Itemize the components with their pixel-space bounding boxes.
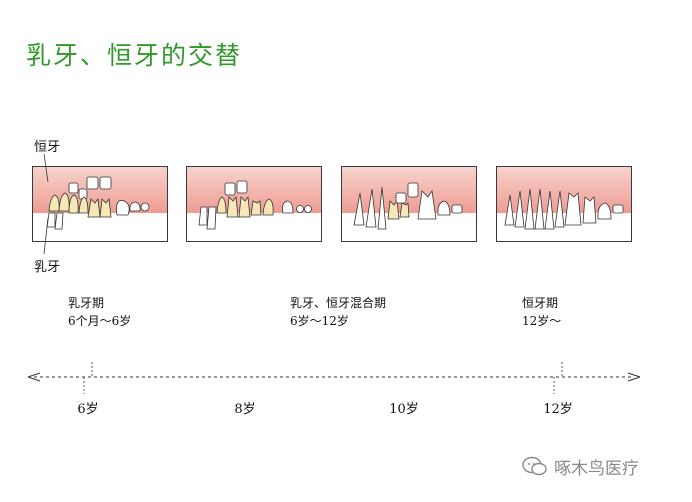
age-label-8: 8岁 xyxy=(234,402,256,417)
stage-range: 6个月～6岁 xyxy=(68,314,132,328)
stage-name: 乳牙、恒牙混合期 xyxy=(290,296,387,310)
dentition-panel-mixed-early xyxy=(186,166,322,242)
watermark: 啄木鸟医疗 xyxy=(522,454,639,479)
label-permanent-tooth: 恒牙 xyxy=(34,140,61,155)
dentition-panel-primary xyxy=(32,166,168,242)
label-primary-tooth: 乳牙 xyxy=(34,260,61,275)
stage-name: 乳牙期 xyxy=(68,296,105,310)
age-label-6: 6岁 xyxy=(77,402,99,417)
dentition-panel-mixed-late xyxy=(341,166,477,242)
stage-name: 恒牙期 xyxy=(522,296,559,310)
stage-primary: 乳牙期 6个月～6岁 xyxy=(68,294,131,330)
stage-permanent: 恒牙期 12岁～ xyxy=(522,294,561,330)
age-timeline xyxy=(27,362,641,394)
stage-mixed: 乳牙、恒牙混合期 6岁～12岁 xyxy=(290,294,386,330)
dentition-panel-permanent xyxy=(496,166,632,242)
stage-range: 12岁～ xyxy=(522,314,562,328)
pointer-lines xyxy=(43,153,49,255)
stage-range: 6岁～12岁 xyxy=(290,314,349,328)
age-label-12: 12岁 xyxy=(543,402,573,417)
watermark-text: 啄木鸟医疗 xyxy=(554,459,639,479)
wechat-icon xyxy=(522,456,547,475)
page-title: 乳牙、恒牙的交替 xyxy=(26,41,243,70)
age-label-10: 10岁 xyxy=(389,402,419,417)
